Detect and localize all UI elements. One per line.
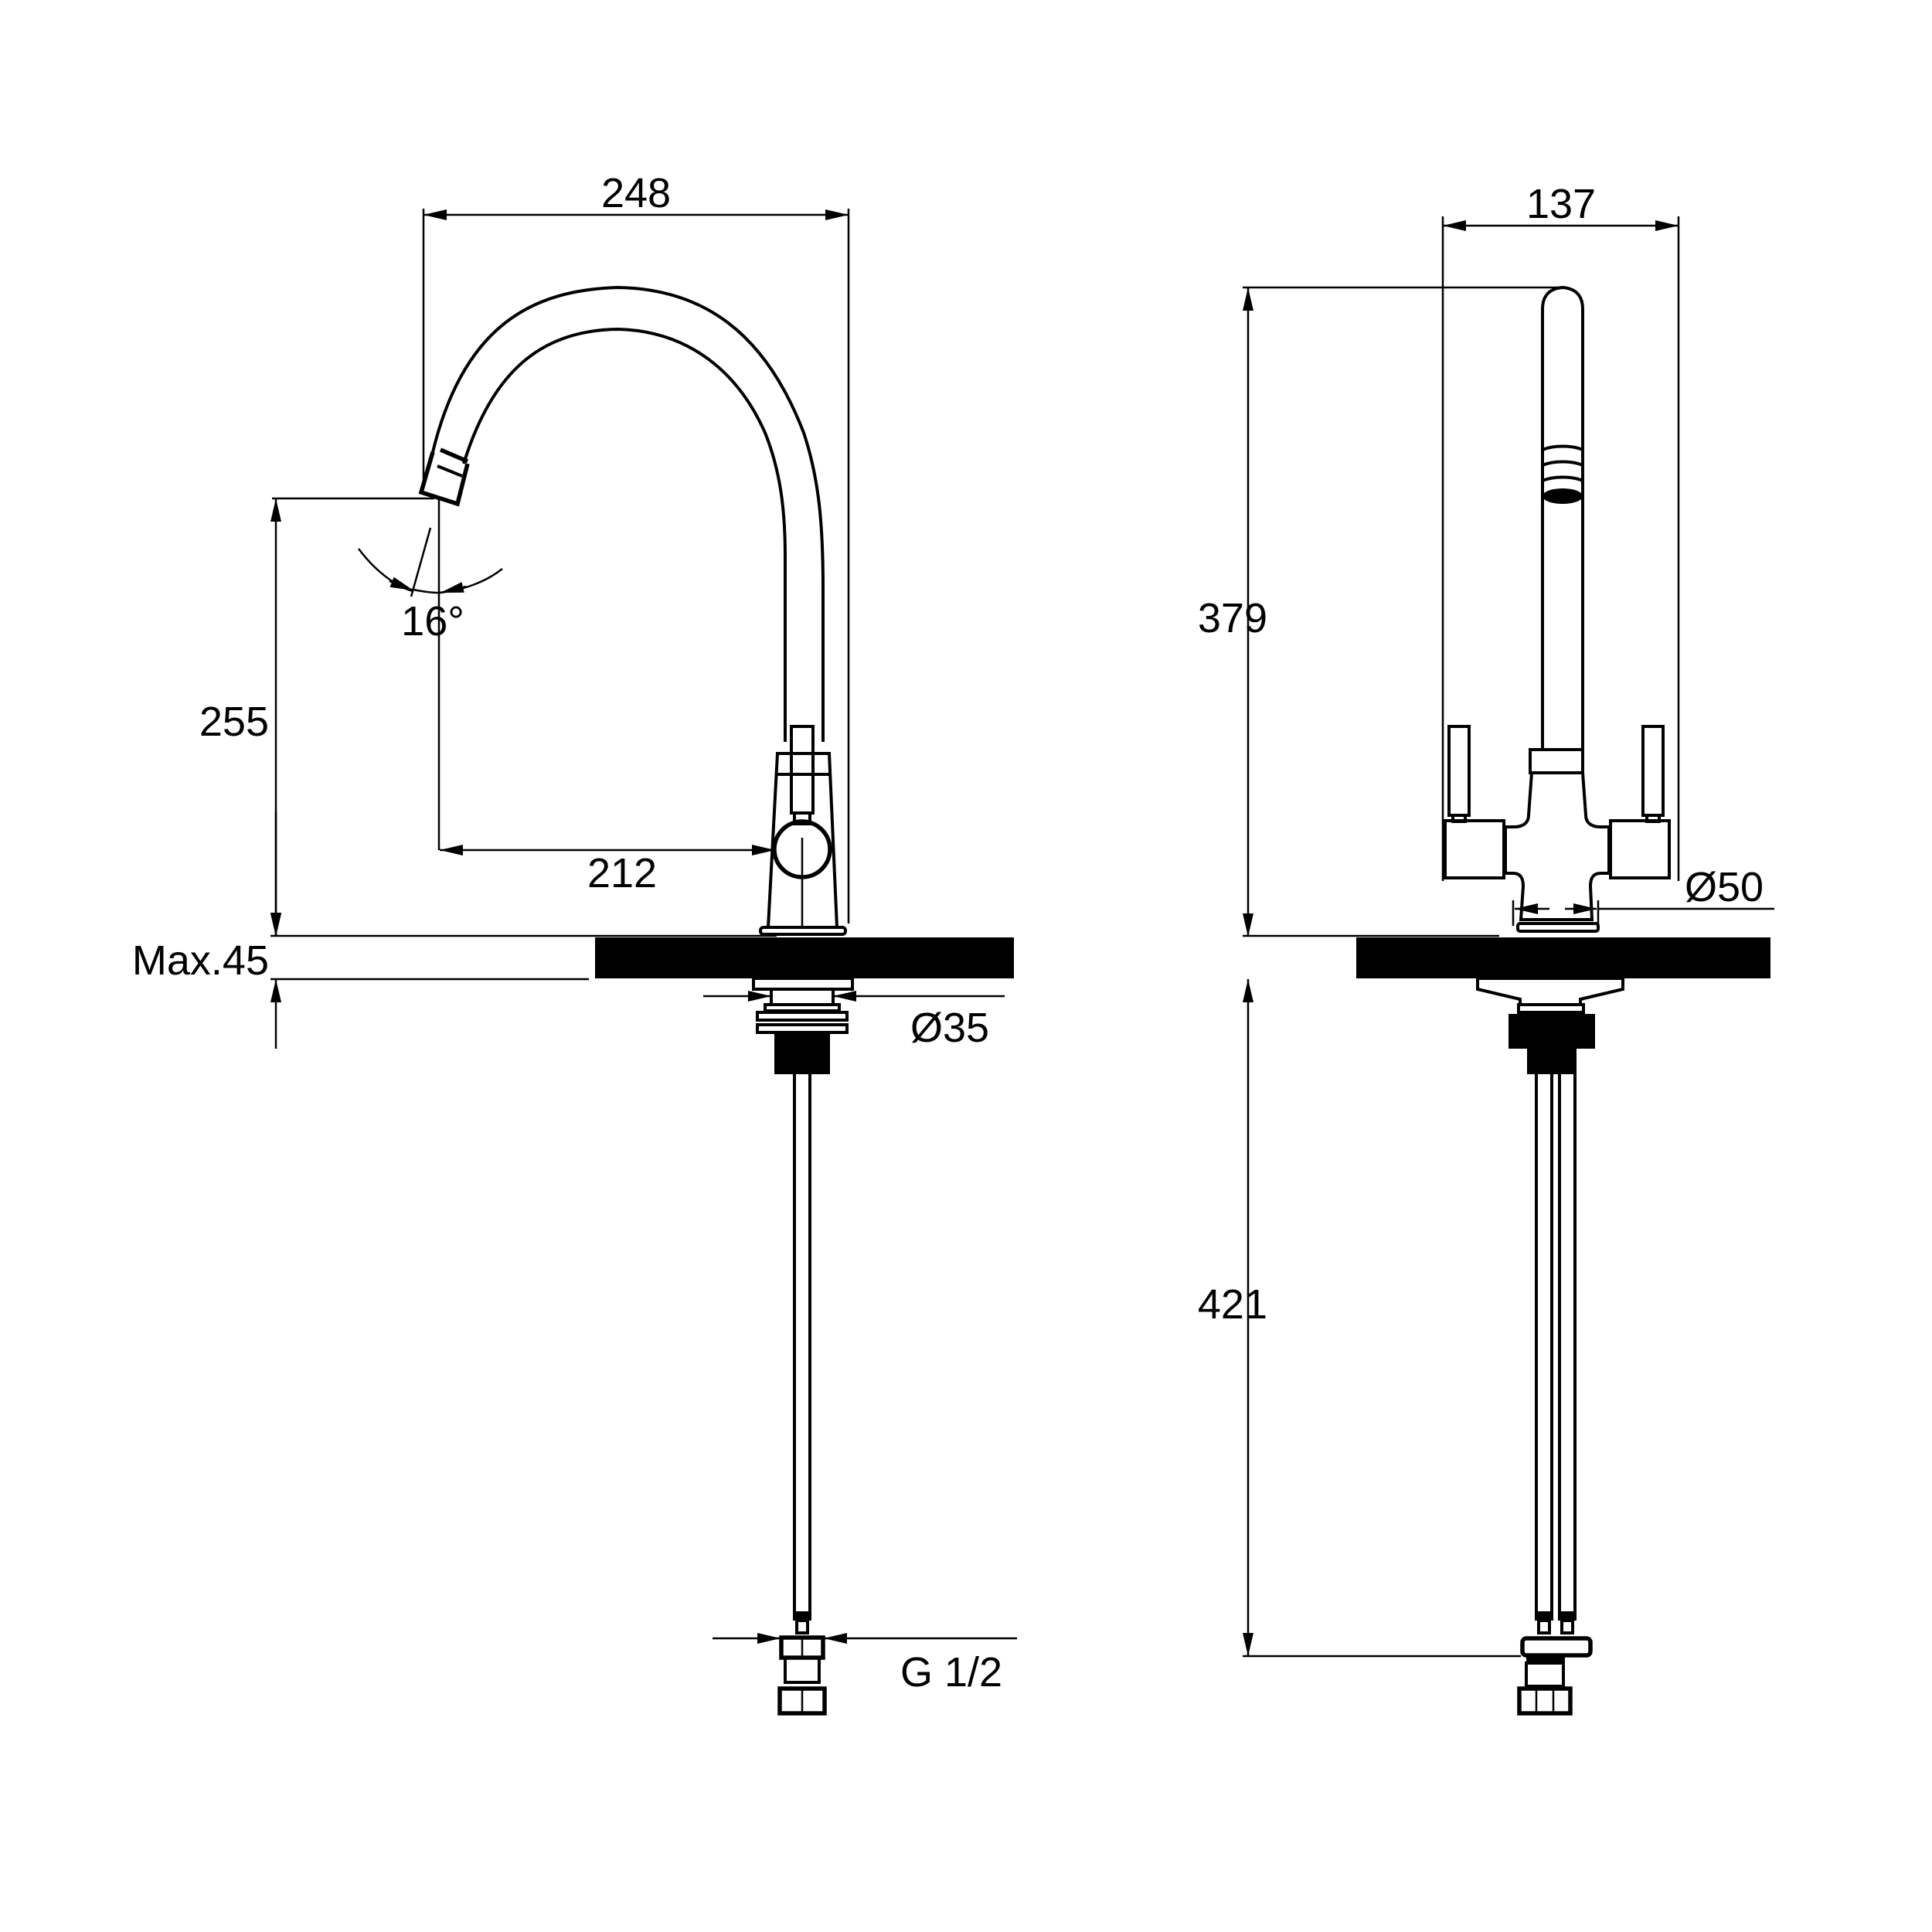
fixing-assembly-front bbox=[1476, 977, 1624, 1074]
dimension-label-max45: Max.45 bbox=[132, 937, 269, 984]
dimension-spout-height: 255 bbox=[199, 497, 434, 937]
dimension-hose-length: 421 bbox=[1198, 979, 1521, 1658]
fixing-assembly-side bbox=[752, 977, 854, 1074]
countertop-side bbox=[595, 937, 1014, 978]
front-view: 137 bbox=[1198, 181, 1774, 1716]
tap-body-side bbox=[759, 725, 847, 936]
dimension-label-137: 137 bbox=[1526, 181, 1596, 227]
spout bbox=[418, 285, 825, 742]
dimension-max-thickness: Max.45 bbox=[132, 811, 777, 1049]
dimension-hole-diameter: Ø35 bbox=[703, 991, 1005, 1051]
aerator bbox=[418, 447, 470, 507]
dimension-label-421: 421 bbox=[1198, 1281, 1267, 1328]
dimension-label-248: 248 bbox=[601, 170, 671, 216]
dimension-label-g12: G 1/2 bbox=[900, 1649, 1002, 1696]
dimension-connection-thread: G 1/2 bbox=[713, 1633, 1017, 1696]
supply-hoses-front bbox=[1517, 1074, 1593, 1716]
spout-front bbox=[1541, 285, 1584, 750]
dimension-overall-width-side: 248 bbox=[422, 170, 850, 923]
dimension-label-d50: Ø50 bbox=[1685, 864, 1764, 910]
handle-left bbox=[1444, 725, 1505, 879]
handle-right bbox=[1609, 725, 1671, 879]
dimension-base-diameter: Ø50 bbox=[1512, 864, 1774, 926]
dimension-spout-reach: 212 bbox=[440, 845, 775, 896]
dimension-label-212: 212 bbox=[587, 850, 657, 896]
dimension-overall-width-front: 137 bbox=[1441, 181, 1680, 881]
supply-hose-side bbox=[777, 1074, 827, 1716]
dimension-label-379: 379 bbox=[1198, 595, 1267, 641]
side-view: 248 bbox=[132, 170, 1017, 1716]
dimension-height-above: 379 bbox=[1198, 286, 1558, 937]
dimension-label-255: 255 bbox=[199, 699, 269, 745]
dimension-label-16deg: 16° bbox=[401, 598, 464, 645]
dimension-spout-angle: 16° bbox=[357, 498, 503, 850]
countertop-front bbox=[1356, 937, 1770, 978]
tap-body-front bbox=[1444, 725, 1671, 933]
dimension-label-d35: Ø35 bbox=[910, 1005, 989, 1051]
